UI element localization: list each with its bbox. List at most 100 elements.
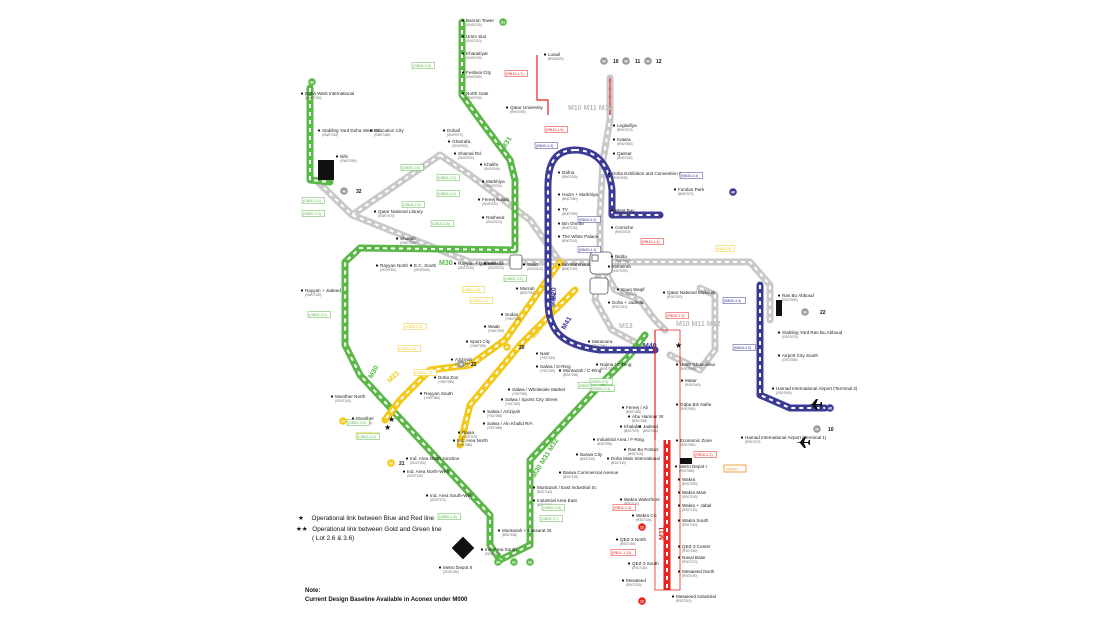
station-dot [535,352,539,355]
line-badge-m22: M [801,308,809,316]
station-code: (RS07050) [680,407,695,411]
station-dot [557,171,561,174]
station-name: Ind. Area South [485,547,517,552]
badge-circle [638,523,646,531]
station-dot [409,264,413,267]
station-name: Doha Exhibition and Convention Centre [612,171,693,176]
segment-code-text: (BB40-4.2) [579,218,596,222]
station-code: (RN03020) [548,57,564,61]
station-code: (BN07130) [562,267,577,271]
badge-number: 22 [820,310,826,316]
line-badge-n21: 21 [399,461,405,467]
segment-box [504,70,528,77]
badge-text: M [459,361,463,366]
station-code: (YW07060) [424,396,440,400]
station-dot [627,562,631,565]
station-name: Qassar [617,151,632,156]
station-dot [438,566,442,569]
line-badge-n32: 32 [356,189,362,195]
segment-code: (BB00-3.3) [591,385,615,392]
station-dot [740,436,744,439]
station-code: (GN07060) [452,144,468,148]
station-khalifa: Khalifa(GN07040) [479,162,500,171]
station-legtaifiya: Legtaifiya(RN07070) [612,123,637,132]
badge-circle [801,308,809,316]
station-ras-furaa: Ras Bu Fontas(BS07100) [623,447,659,456]
station-code: (RS07090) [682,482,697,486]
station-edu-city: Education City(GW07080) [369,128,404,137]
station-salwa-wm: Salwa / Wholesale Market(YS07030) [507,387,566,396]
station-hia: Hamad International Airport (Terminal 2)… [771,386,858,395]
segment-code: (YB20-1.2) [413,369,437,376]
station-dot [619,498,623,501]
station-dot [675,363,679,366]
station-name: Aziziyah [455,357,473,362]
segment-code-text: (YB20-1.2) [415,371,432,375]
badge-text: M [389,460,393,465]
segment-code-text: (GB00-2.2) [358,435,376,439]
line-label-m10-11-12-top: M10 M11 M12 [568,105,612,112]
station-barwa-comm: Barwa Commercial Avenue(BS07130) [558,470,619,479]
station-dot [587,340,591,343]
blue-line-dashes [546,149,825,409]
station-name: QEZ-3 South [632,561,659,566]
station-dot [500,398,504,401]
station-name: Rayyan South [424,391,453,396]
station-code: (BS07080) [643,429,658,433]
station-bin-mahmoud: Bin Mahmoud(BN07130) [557,262,591,271]
station-code: (BN07080) [562,197,577,201]
station-name: Ind. Area North [457,438,488,443]
station-code: (GD07160) [407,474,423,478]
station-name: Souq Waqif [621,287,645,292]
station-name: Doha Main International [611,456,660,461]
line-label-m40: M40 [643,343,657,350]
segment-box [503,275,527,282]
depot-tag-label: DEPOT [726,468,739,472]
segment-code-text: (GB00-3.5) [348,421,366,425]
badge-number: 10 [828,427,834,433]
station-dot [543,53,547,56]
station-code: (RS07130) [636,518,651,522]
station-name: E.C. South [414,263,437,268]
station-name: Abu Hamour St [632,414,664,419]
badge-circle [600,57,608,65]
segment-box [411,62,435,69]
station-dot [375,264,379,267]
station-ind-n-junc: Ind. Area North Junction(GD07150) [405,456,460,465]
station-code: (GS07090) [776,391,792,395]
line-badge-g31b: 31 [510,558,518,566]
legend-item-lot: ( Lot 2.6 & 3.6) [312,535,354,542]
line-badge-n11: 11 [635,59,641,65]
station-dot [402,470,406,473]
station-name: Wakra CC [636,513,658,518]
segment-code: (GB00-3.6) [411,62,435,69]
station-murrah: Murrah(BS07010) [515,286,535,295]
station-whitepalace: The White Palace(BN07110) [557,234,599,243]
station-dot [610,226,614,229]
segment-code: (GB00-3.1) [307,311,331,318]
station-dot [677,519,681,522]
station-sadd: Sadd(GD07010) [522,262,543,271]
station-code: (RN07090) [510,110,526,114]
station-code: (RN07060) [617,142,633,146]
station-dot [680,379,684,382]
station-code: (YW07030) [470,344,486,348]
segment-code: (RB11-1.12) [610,549,636,556]
station-name: Muntazah / East Industrial St. [537,485,597,490]
station-name: Waab [488,324,500,329]
badge-number: 10 [613,59,619,65]
station-name: Barwa Commercial Avenue [563,470,619,475]
station-dot [395,237,399,240]
station-name: Industrial Area / F-Ring [597,437,644,442]
station-fereej: Fereej Kulaib(GN07020) [477,197,510,206]
station-dot [674,465,678,468]
station-wakra-cc: Wakra CC(RS07130) [631,513,658,522]
station-name: Corniche [615,225,634,230]
station-wakra-south: Wakra South(RS07140) [677,518,709,527]
station-dot [481,216,485,219]
station-name: Wakra Main [682,490,707,495]
station-code: (RS07020) [667,295,682,299]
segment-box [589,378,613,385]
station-code: (GD07020) [488,266,504,270]
badge-text: 32 [528,559,533,564]
